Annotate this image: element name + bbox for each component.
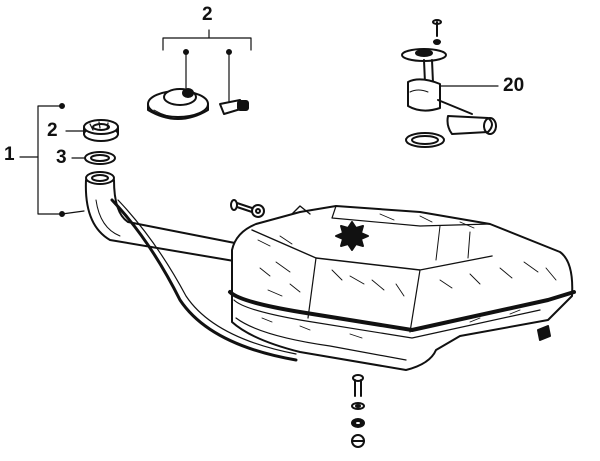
mounting-bolt-side bbox=[230, 199, 265, 218]
callout-sender-unit: 20 bbox=[503, 75, 525, 96]
locking-fuel-cap bbox=[147, 88, 209, 120]
filler-seal-ring bbox=[84, 151, 116, 165]
filler-cap bbox=[83, 119, 119, 142]
fuel-tank bbox=[228, 205, 576, 371]
callout-filler-assembly: 1 bbox=[4, 144, 15, 165]
cap-key bbox=[219, 99, 249, 115]
callout-filler-seal: 3 bbox=[56, 147, 67, 168]
callout-filler-cap: 2 bbox=[47, 120, 58, 141]
mounting-bolt-bottom bbox=[351, 374, 365, 448]
filler-neck-pipe bbox=[84, 171, 298, 362]
callout-leaders bbox=[19, 29, 499, 218]
fuel-sender-unit bbox=[401, 19, 497, 148]
callout-top-cap-group: 2 bbox=[202, 4, 213, 25]
